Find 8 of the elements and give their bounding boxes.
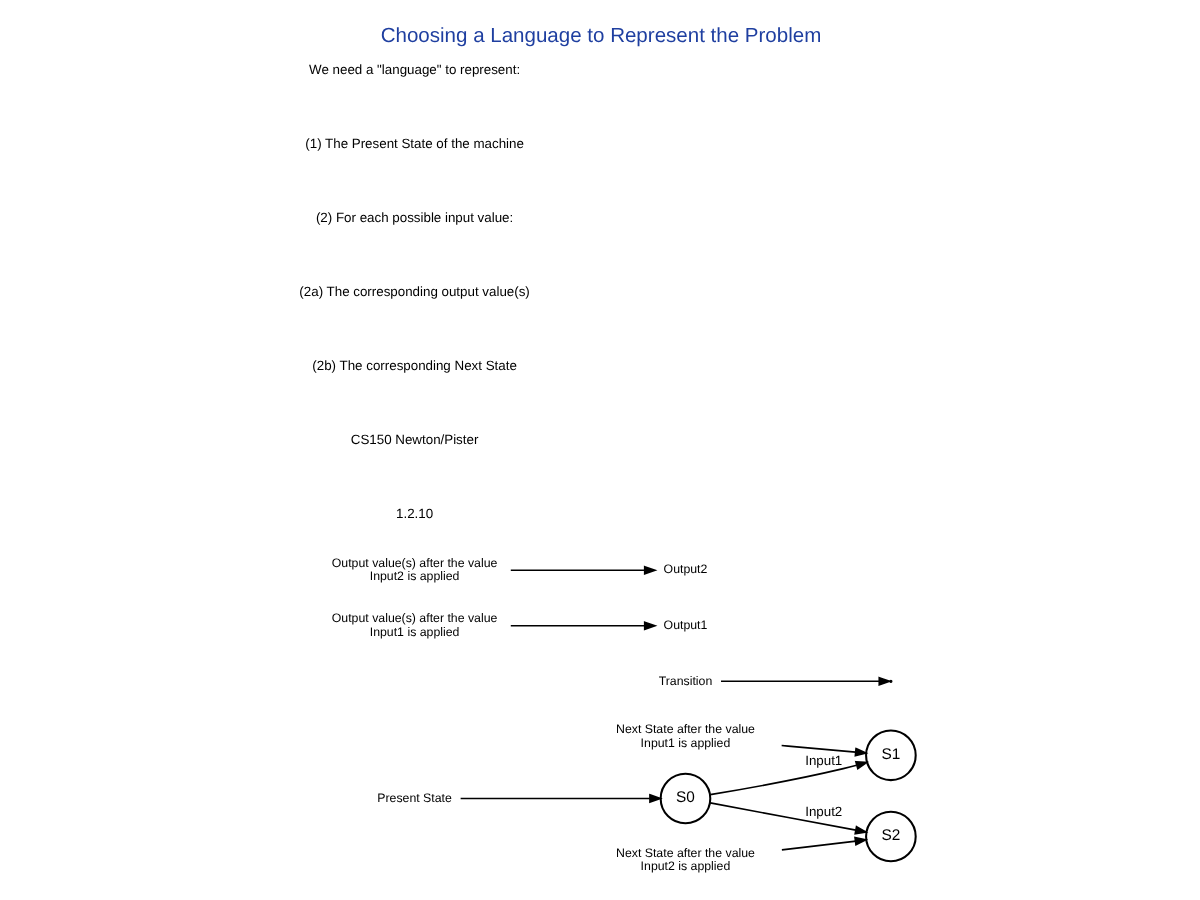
arrow — [508, 621, 657, 631]
arrow — [458, 793, 662, 804]
arrow — [780, 836, 868, 851]
arrow — [708, 802, 868, 835]
arrow — [508, 565, 657, 576]
diagram-title: Choosing a Language to Represent the Problem — [379, 25, 821, 48]
arrow — [708, 760, 869, 796]
arrow — [779, 744, 868, 757]
